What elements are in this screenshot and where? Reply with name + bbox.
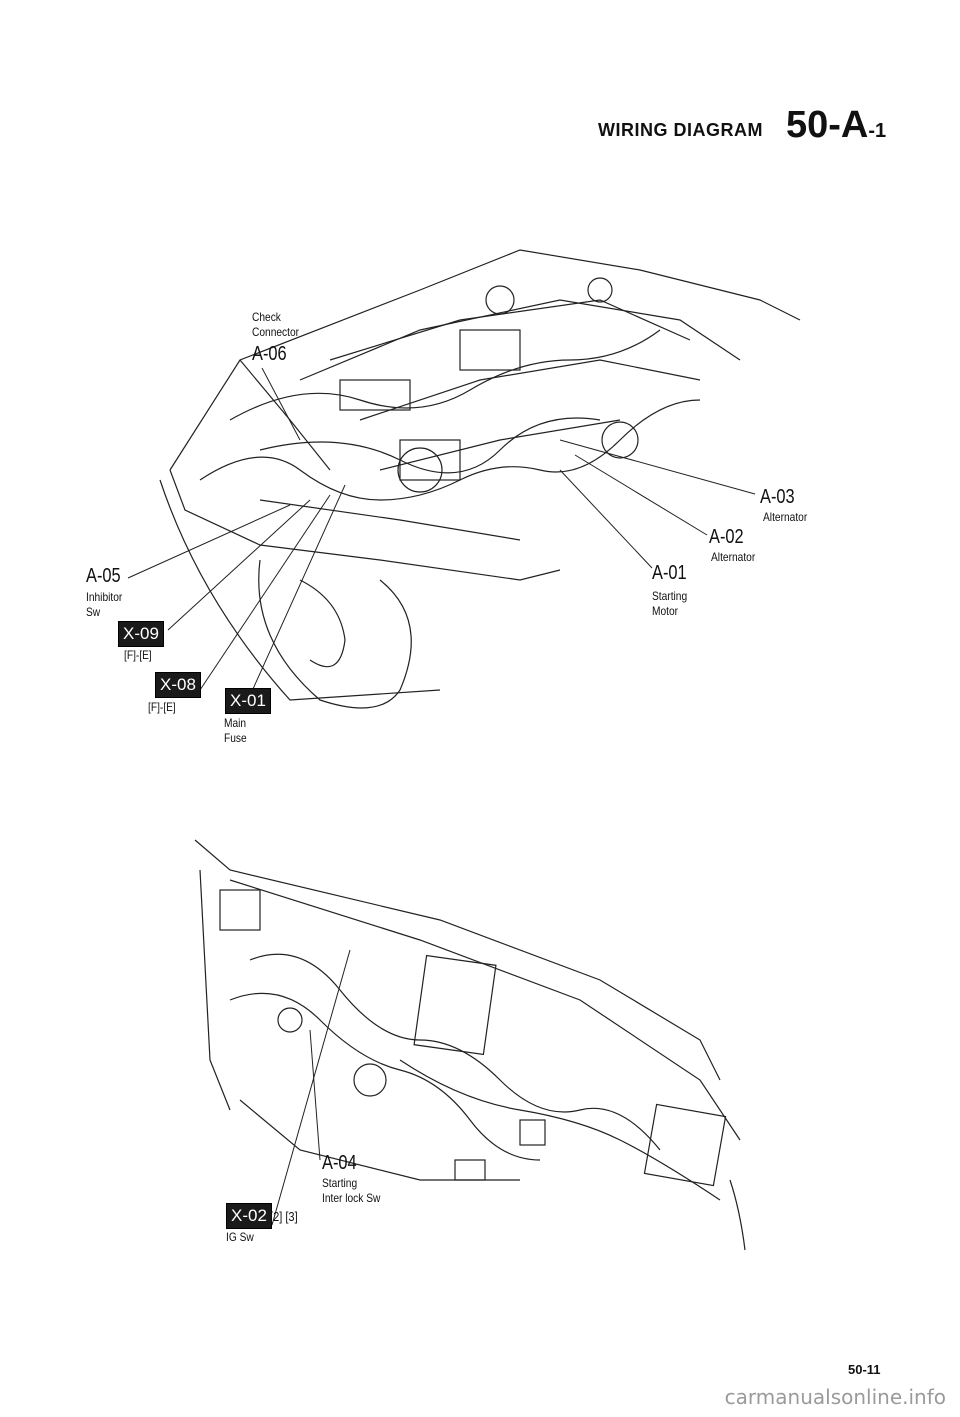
section-code: 50-A-1 xyxy=(786,104,886,147)
section-code-sub: -1 xyxy=(868,120,887,142)
a04-name: Starting Inter lock Sw xyxy=(322,1176,381,1205)
dashboard-illustration xyxy=(194,839,746,1251)
x09-badge: X-09 xyxy=(118,621,164,647)
leader-lines xyxy=(127,367,756,1226)
a05-name: Inhibitor Sw xyxy=(86,590,123,619)
a06-name: Check Connector xyxy=(252,310,300,339)
a02-name: Alternator xyxy=(711,550,756,564)
x02-grid: [2] [3] xyxy=(270,1209,298,1224)
watermark: carmanualsonline.info xyxy=(724,1385,946,1409)
a03-code: A-03 xyxy=(760,486,795,508)
x01-badge: X-01 xyxy=(225,688,271,714)
a03-name: Alternator xyxy=(763,510,808,524)
a01-code: A-01 xyxy=(652,562,687,584)
a02-code: A-02 xyxy=(709,526,744,548)
a01-name: Starting Motor xyxy=(652,589,688,618)
x01-name: Main Fuse xyxy=(224,716,247,745)
a04-code: A-04 xyxy=(322,1152,357,1174)
x08-badge: X-08 xyxy=(155,672,201,698)
section-code-main: 50-A xyxy=(786,104,869,146)
a05-code: A-05 xyxy=(86,565,121,587)
a06-code: A-06 xyxy=(252,343,287,365)
x02-name: IG Sw xyxy=(226,1230,254,1244)
engine-bay-illustration xyxy=(159,249,801,709)
page-title: WIRING DIAGRAM xyxy=(598,120,763,140)
x02-badge: X-02 xyxy=(226,1203,272,1229)
x09-grid: [F]-[E] xyxy=(124,648,152,662)
x08-grid: [F]-[E] xyxy=(148,700,176,714)
page-number: 50-11 xyxy=(848,1362,881,1377)
